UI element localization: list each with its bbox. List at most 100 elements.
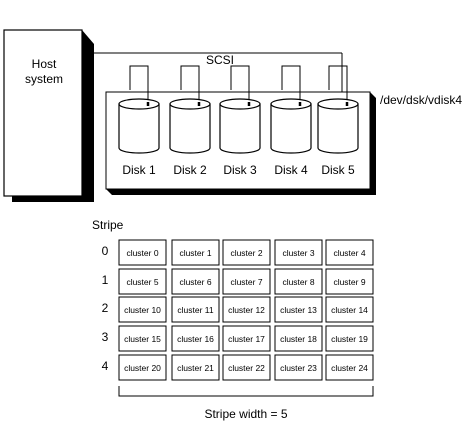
stripe-cell-label: cluster 5 xyxy=(126,277,158,287)
stripe-cell-box xyxy=(171,239,220,266)
stripe-cell: cluster 5 xyxy=(118,268,167,295)
stripe-cell: cluster 8 xyxy=(274,268,323,295)
stripe-cell-label: cluster 18 xyxy=(280,334,317,344)
stripe-cell: cluster 18 xyxy=(274,325,323,352)
disk-3-body xyxy=(219,104,261,154)
host-system-box xyxy=(3,29,83,197)
stripe-cell-box xyxy=(325,268,374,295)
stripe-row-label: 2 xyxy=(102,301,109,315)
stripe-cell-box xyxy=(274,296,323,323)
disk-3-connector xyxy=(230,65,250,106)
host-system-label-line2: system xyxy=(25,72,63,86)
stripe-cell: cluster 21 xyxy=(171,354,220,381)
stripe-cell-box xyxy=(222,354,271,381)
disk-4-body xyxy=(270,104,312,154)
stripe-cell-box xyxy=(118,325,167,352)
disk-5-connector xyxy=(328,65,348,106)
stripe-cell-box xyxy=(222,268,271,295)
stripe-cell: cluster 10 xyxy=(118,296,167,323)
disk-1-connector xyxy=(129,65,149,106)
stripe-table: 0 cluster 0 cluster 1 cluster 2 cluster 3 clu… xyxy=(102,239,374,381)
stripe-cell: cluster 3 xyxy=(274,239,323,266)
stripe-cell-label: cluster 19 xyxy=(331,334,368,344)
stripe-cell: cluster 1 xyxy=(171,239,220,266)
stripe-cell-label: cluster 3 xyxy=(282,248,314,258)
stripe-label: Stripe xyxy=(92,218,124,232)
stripe-cell: cluster 7 xyxy=(222,268,271,295)
stripe-cell-box xyxy=(274,354,323,381)
stripe-cell-label: cluster 10 xyxy=(124,305,161,315)
stripe-cell: cluster 12 xyxy=(222,296,271,323)
stripe-cell: cluster 22 xyxy=(222,354,271,381)
stripe-cell: cluster 11 xyxy=(171,296,220,323)
stripe-cell: cluster 15 xyxy=(118,325,167,352)
disk-3-label: Disk 3 xyxy=(223,163,257,177)
disk-1: Disk 1 xyxy=(118,65,160,177)
disk-5-top xyxy=(317,98,359,110)
stripe-row-label: 1 xyxy=(102,273,109,287)
stripe-cell-label: cluster 1 xyxy=(179,248,211,258)
disk-3-top xyxy=(219,98,261,110)
stripe-cell-label: cluster 4 xyxy=(333,248,365,258)
stripe-row-label: 3 xyxy=(102,330,109,344)
stripe-cell-label: cluster 17 xyxy=(228,334,265,344)
disk-4-label: Disk 4 xyxy=(274,163,308,177)
stripe-cell-box xyxy=(325,239,374,266)
stripe-cell: cluster 4 xyxy=(325,239,374,266)
disk-5-body xyxy=(317,104,359,154)
stripe-cell-label: cluster 24 xyxy=(331,363,368,373)
disk-2: Disk 2 xyxy=(169,65,211,177)
stripe-width-bracket-line xyxy=(118,386,374,397)
stripe-cell-label: cluster 15 xyxy=(124,334,161,344)
stripe-row-label: 0 xyxy=(102,244,109,258)
stripe-cell-box xyxy=(171,268,220,295)
stripe-cell-box xyxy=(274,239,323,266)
stripe-cell: cluster 0 xyxy=(118,239,167,266)
stripe-cell-label: cluster 23 xyxy=(280,363,317,373)
disk-5: Disk 5 xyxy=(317,65,359,177)
stripe-cell-label: cluster 2 xyxy=(230,248,262,258)
stripe-cell-box xyxy=(274,268,323,295)
disks: Disk 1 Disk 2 Disk 3 Disk 4 Disk 5 xyxy=(118,65,359,177)
stripe-cell: cluster 13 xyxy=(274,296,323,323)
stripe-cell-box xyxy=(325,325,374,352)
stripe-cell-label: cluster 8 xyxy=(282,277,314,287)
disk-1-label: Disk 1 xyxy=(122,163,156,177)
stripe-width-bracket xyxy=(118,386,374,397)
stripe-cell-label: cluster 6 xyxy=(179,277,211,287)
disk-2-body xyxy=(169,104,211,154)
stripe-cell-box xyxy=(274,325,323,352)
stripe-cell: cluster 24 xyxy=(325,354,374,381)
stripe-cell: cluster 19 xyxy=(325,325,374,352)
scsi-label: SCSI xyxy=(206,53,234,67)
stripe-cell: cluster 23 xyxy=(274,354,323,381)
stripe-cell-box xyxy=(325,354,374,381)
stripe-cell-box xyxy=(171,325,220,352)
stripe-cell-label: cluster 11 xyxy=(177,305,213,315)
stripe-cell: cluster 2 xyxy=(222,239,271,266)
stripe-cell-label: cluster 9 xyxy=(333,277,365,287)
stripe-cell-label: cluster 14 xyxy=(331,305,368,315)
disk-1-top xyxy=(118,98,160,110)
stripe-cell: cluster 9 xyxy=(325,268,374,295)
stripe-cell-box xyxy=(171,354,220,381)
stripe-cell: cluster 20 xyxy=(118,354,167,381)
stripe-cell-box xyxy=(222,239,271,266)
stripe-cell-label: cluster 13 xyxy=(280,305,317,315)
stripe-cell-label: cluster 12 xyxy=(228,305,265,315)
disk-2-connector xyxy=(180,65,200,106)
stripe-cell-box xyxy=(118,239,167,266)
stripe-cell-box xyxy=(171,296,220,323)
stripe-cell-label: cluster 7 xyxy=(230,277,262,287)
host-system: Host system xyxy=(3,29,94,202)
stripe-cell-box xyxy=(118,268,167,295)
disk-2-label: Disk 2 xyxy=(173,163,207,177)
stripe-cell-box xyxy=(118,354,167,381)
volume-label: /dev/dsk/vdisk4 xyxy=(380,93,462,107)
host-system-shadow xyxy=(12,30,94,202)
host-system-label-line1: Host xyxy=(32,57,57,71)
disk-1-body xyxy=(118,104,160,154)
stripe-cell-label: cluster 20 xyxy=(124,363,161,373)
stripe-row-label: 4 xyxy=(102,359,109,373)
